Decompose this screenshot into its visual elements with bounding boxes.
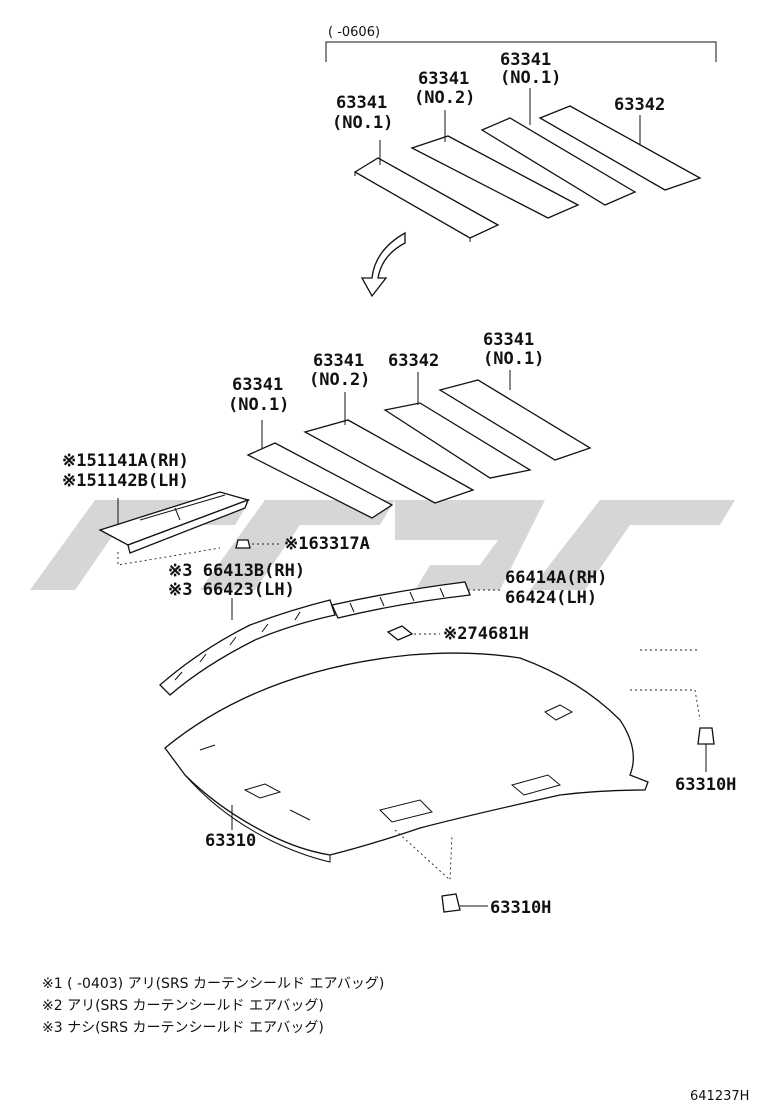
roof-side-strip-lh: ※3 66413B(RH) ※3 66423(LH)	[159, 561, 336, 696]
strip-b-rh-label: ※3 66413B(RH)	[168, 561, 305, 581]
strip-a-lh-label: 66424(LH)	[505, 588, 597, 608]
clip-63310h-right-label: 63310H	[675, 775, 736, 795]
top-part-3-number: 63341	[500, 50, 551, 70]
top-part-1-number: 63341	[336, 93, 387, 113]
clip-bottom-icon: 63310H	[441, 893, 551, 918]
vanity-lh-label: ※151142B(LH)	[62, 471, 189, 491]
top-panel-4	[538, 105, 702, 191]
headliner-label: 63310	[205, 831, 256, 851]
diagram-code: 641237H	[690, 1089, 749, 1104]
bottom-panel-1	[246, 442, 394, 519]
top-range-label: ( -0606)	[328, 25, 380, 40]
bottom-panel-4	[438, 379, 592, 461]
bottom-part-4-number: 63341	[483, 330, 534, 350]
footnote-2: ※2 アリ(SRS カーテンシールド エアバッグ)	[42, 998, 324, 1014]
clip-right-icon: 63310H	[675, 727, 736, 795]
clip-63317a-label: ※163317A	[284, 534, 370, 554]
bottom-part-4-variant: (NO.1)	[483, 349, 544, 369]
bottom-part-2-variant: (NO.2)	[309, 370, 370, 390]
strip-b-lh-label: ※3 66423(LH)	[168, 580, 295, 600]
top-part-4-number: 63342	[614, 95, 665, 115]
top-part-2-number: 63341	[418, 69, 469, 89]
clip-74681h-label: ※274681H	[443, 624, 529, 644]
clip-63310h-bottom-label: 63310H	[490, 898, 551, 918]
strip-a-rh-label: 66414A(RH)	[505, 568, 607, 588]
bottom-part-1-variant: (NO.1)	[228, 395, 289, 415]
bottom-part-3-number: 63342	[388, 351, 439, 371]
bottom-panel-2	[303, 419, 475, 504]
vanity-rh-label: ※151141A(RH)	[62, 451, 189, 471]
bottom-part-2-number: 63341	[313, 351, 364, 371]
footnotes: ※1 ( -0403) アリ(SRS カーテンシールド エアバッグ) ※2 アリ…	[42, 976, 384, 1036]
clip-icon: ※163317A	[235, 534, 370, 554]
footnote-1: ※1 ( -0403) アリ(SRS カーテンシールド エアバッグ)	[42, 976, 384, 992]
bottom-sound-panels: 63341 (NO.1) 63341 (NO.2) 63342 63341 (N…	[228, 330, 592, 519]
top-sound-panels: 63341 (NO.1) 63341 (NO.2) 63341 (NO.1) 6…	[332, 50, 702, 242]
footnote-3: ※3 ナシ(SRS カーテンシールド エアバッグ)	[42, 1020, 324, 1036]
top-part-2-variant: (NO.2)	[414, 88, 475, 108]
top-panel-1	[353, 157, 500, 239]
top-part-1-variant: (NO.1)	[332, 113, 393, 133]
top-part-3-variant: (NO.1)	[500, 68, 561, 88]
retainer-icon: ※274681H	[386, 624, 529, 644]
sunvisor-holder: ※151141A(RH) ※151142B(LH)	[62, 451, 251, 566]
bottom-panel-3	[383, 402, 532, 479]
roof-headlining: 63310	[164, 649, 701, 881]
top-panel-2	[410, 135, 580, 219]
bottom-part-1-number: 63341	[232, 375, 283, 395]
arrow-icon	[360, 231, 406, 298]
roof-side-strip-rh: 66414A(RH) 66424(LH)	[331, 568, 607, 619]
top-panel-3	[480, 117, 637, 206]
top-range-bracket: ( -0606)	[325, 25, 717, 62]
